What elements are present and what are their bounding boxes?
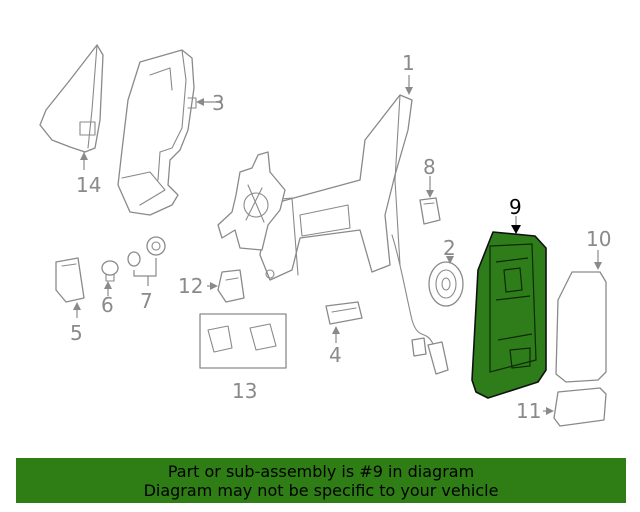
info-banner: Part or sub-assembly is #9 in diagram Di… [16,458,626,503]
part-2-mirror-motor[interactable] [428,261,464,307]
part-9-mirror-glass-housing[interactable] [471,231,547,399]
part-7-bulb-sockets[interactable] [127,236,166,267]
part-14-mirror-cover[interactable] [39,44,104,153]
callout-2: 2 [443,236,456,260]
callout-13: 13 [232,379,257,403]
callout-3: 3 [212,91,225,115]
callout-4: 4 [329,343,342,367]
callout-1: 1 [402,51,415,75]
part-4-clip[interactable] [325,301,363,325]
parts-diagram: 14 3 1 8 2 [39,44,611,427]
part-5-switch[interactable] [55,257,85,303]
banner-line-2: Diagram may not be specific to your vehi… [143,480,499,500]
callout-14: 14 [76,173,101,197]
part-3-mirror-housing[interactable] [117,49,197,216]
callout-9: 9 [509,195,522,219]
mirror-bracket [217,151,286,279]
part-11-spot-mirror[interactable] [553,387,607,427]
callout-11: 11 [516,399,541,423]
callout-8: 8 [423,155,436,179]
part-6-bulb[interactable] [101,260,119,282]
banner-line-1: Part or sub-assembly is #9 in diagram [167,461,475,481]
part-13-clip-kit[interactable] [199,313,287,369]
part-10-mirror-glass[interactable] [555,271,607,383]
callout-5: 5 [70,321,83,345]
callout-10: 10 [586,227,611,251]
part-12-retainer[interactable] [217,269,245,303]
callout-12: 12 [178,274,203,298]
callout-7: 7 [140,289,153,313]
callout-6: 6 [101,293,114,317]
part-8-clip[interactable] [419,197,441,225]
wiring-harness [391,234,449,375]
